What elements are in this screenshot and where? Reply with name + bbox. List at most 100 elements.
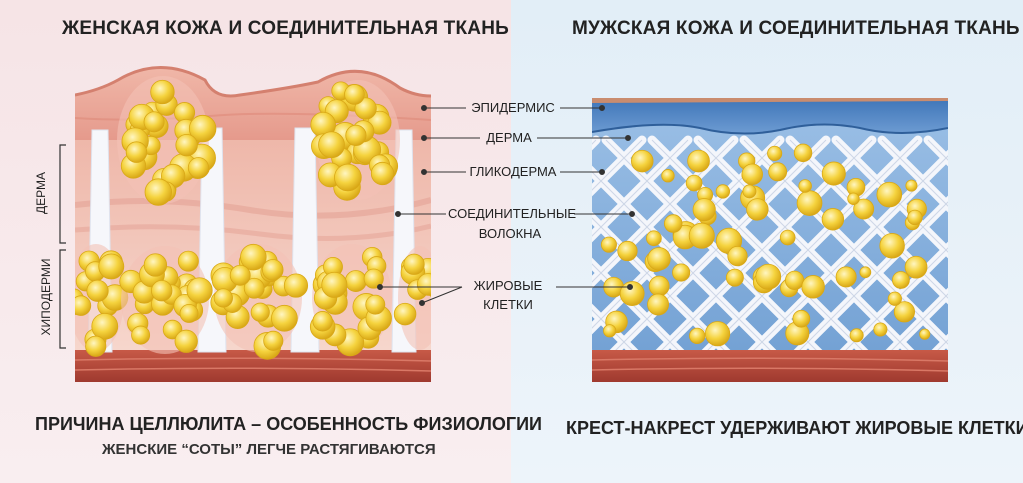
- label-glycoderma: ГЛИКОДЕРМА: [469, 164, 557, 179]
- cross-fiber-edge: [697, 139, 919, 361]
- fat-cell: [905, 179, 918, 192]
- fat-cell: [893, 301, 915, 323]
- cross-fiber-edge: [592, 139, 643, 191]
- fat-cell: [143, 253, 168, 277]
- fat-cell: [672, 263, 691, 282]
- fat-cell: [250, 302, 270, 322]
- female-title: ЖЕНСКАЯ КОЖА И СОЕДИНИТЕЛЬНАЯ ТКАНЬ: [62, 18, 509, 39]
- fat-cell: [344, 84, 365, 105]
- fat-cell: [821, 161, 846, 186]
- fat-cell: [283, 273, 309, 298]
- fat-cell: [403, 253, 425, 275]
- female-skin-block: [75, 66, 431, 382]
- fat-cell: [792, 309, 811, 328]
- side-label-hypodermis: ХИПОДЕРМИ: [39, 258, 53, 336]
- fat-cell: [179, 303, 199, 323]
- label-fat-1: ЖИРОВЫЕ: [473, 278, 543, 293]
- fat-cell: [131, 325, 151, 345]
- label-fibers-1: СОЕДИНИТЕЛЬНЫЕ: [448, 206, 577, 221]
- cross-fiber-edge: [974, 140, 1023, 360]
- fat-cell: [229, 264, 251, 286]
- fat-cell: [186, 277, 213, 304]
- fat-cell: [174, 329, 198, 353]
- fat-cell: [647, 293, 670, 316]
- fat-cell: [727, 245, 748, 267]
- cross-fiber-edge: [743, 155, 948, 361]
- cross-fiber-edge: [592, 263, 689, 361]
- fat-cell: [370, 161, 395, 186]
- fat-cell: [150, 79, 175, 105]
- fat-cell: [262, 259, 284, 281]
- fat-cell: [143, 111, 165, 133]
- fat-cell: [213, 288, 233, 308]
- cross-fiber-edge: [605, 139, 827, 361]
- fat-cell: [125, 141, 148, 163]
- fat-cell: [661, 169, 675, 183]
- cross-fiber: [974, 140, 1023, 360]
- fat-cell: [715, 184, 731, 199]
- label-dermis: ДЕРМА: [486, 130, 532, 145]
- male-caption: КРЕСТ-НАКРЕСТ УДЕРЖИВАЮТ ЖИРОВЫЕ КЛЕТКИ: [566, 418, 1023, 438]
- fat-cell: [755, 263, 782, 290]
- fat-cell: [646, 230, 662, 247]
- label-epidermis: ЭПИДЕРМИС: [471, 100, 555, 115]
- fat-cell: [887, 291, 902, 306]
- fat-cell: [859, 266, 872, 279]
- fat-cell: [354, 97, 377, 120]
- fat-cell: [796, 190, 823, 216]
- fat-cell: [648, 275, 670, 297]
- fat-cell: [144, 178, 173, 206]
- fat-cell: [263, 330, 284, 351]
- label-fat-2: КЛЕТКИ: [483, 297, 533, 312]
- fat-cell: [345, 124, 367, 146]
- fat-cell: [177, 250, 199, 272]
- fat-cell: [847, 192, 860, 205]
- fat-cell: [767, 145, 783, 161]
- fat-cell: [344, 270, 367, 292]
- fat-cell: [318, 131, 345, 159]
- fat-cluster: [309, 244, 392, 357]
- fat-cell: [793, 143, 813, 163]
- fat-cell: [98, 253, 125, 280]
- fat-cell: [685, 174, 703, 192]
- fat-cell: [746, 198, 769, 221]
- fat-cell: [188, 114, 217, 143]
- fat-cell: [631, 149, 654, 173]
- fat-cluster: [75, 244, 129, 357]
- cross-fiber-edge: [835, 247, 948, 361]
- fat-cell: [416, 273, 431, 296]
- fat-cell: [741, 163, 763, 186]
- fat-cell: [892, 271, 910, 289]
- fat-cell: [768, 162, 788, 182]
- fat-cell: [363, 268, 384, 289]
- male-title: МУЖСКАЯ КОЖА И СОЕДИНИТЕЛЬНАЯ ТКАНЬ: [572, 18, 1020, 39]
- side-label-derma: ДЕРМА: [34, 172, 48, 214]
- fat-cluster: [393, 246, 431, 350]
- fat-cell: [687, 149, 710, 173]
- fat-cell: [907, 209, 923, 226]
- fat-cell: [784, 270, 805, 291]
- fat-cell: [243, 277, 265, 299]
- fat-cell: [725, 268, 744, 287]
- fat-cell: [919, 328, 931, 340]
- fat-cell: [849, 328, 864, 343]
- fat-cell: [663, 214, 683, 233]
- fat-cluster: [119, 246, 213, 354]
- female-caption: ПРИЧИНА ЦЕЛЛЮЛИТА – ОСОБЕННОСТЬ ФИЗИОЛОГ…: [35, 414, 542, 434]
- fat-cell: [704, 321, 731, 347]
- fat-cell: [240, 243, 267, 271]
- fat-cell: [742, 184, 757, 199]
- fat-cell: [86, 279, 109, 302]
- fat-cell: [334, 163, 362, 192]
- fat-cell: [187, 157, 210, 179]
- fat-cell: [365, 294, 386, 315]
- fat-cell: [835, 266, 857, 288]
- cross-fiber-edge: [881, 293, 948, 361]
- fat-cell: [879, 233, 905, 259]
- fat-cell: [689, 327, 706, 345]
- fat-cell: [603, 324, 617, 338]
- fat-cell: [393, 302, 417, 326]
- fat-cluster: [210, 243, 309, 360]
- fat-cell: [85, 335, 107, 357]
- fat-cell: [798, 179, 812, 193]
